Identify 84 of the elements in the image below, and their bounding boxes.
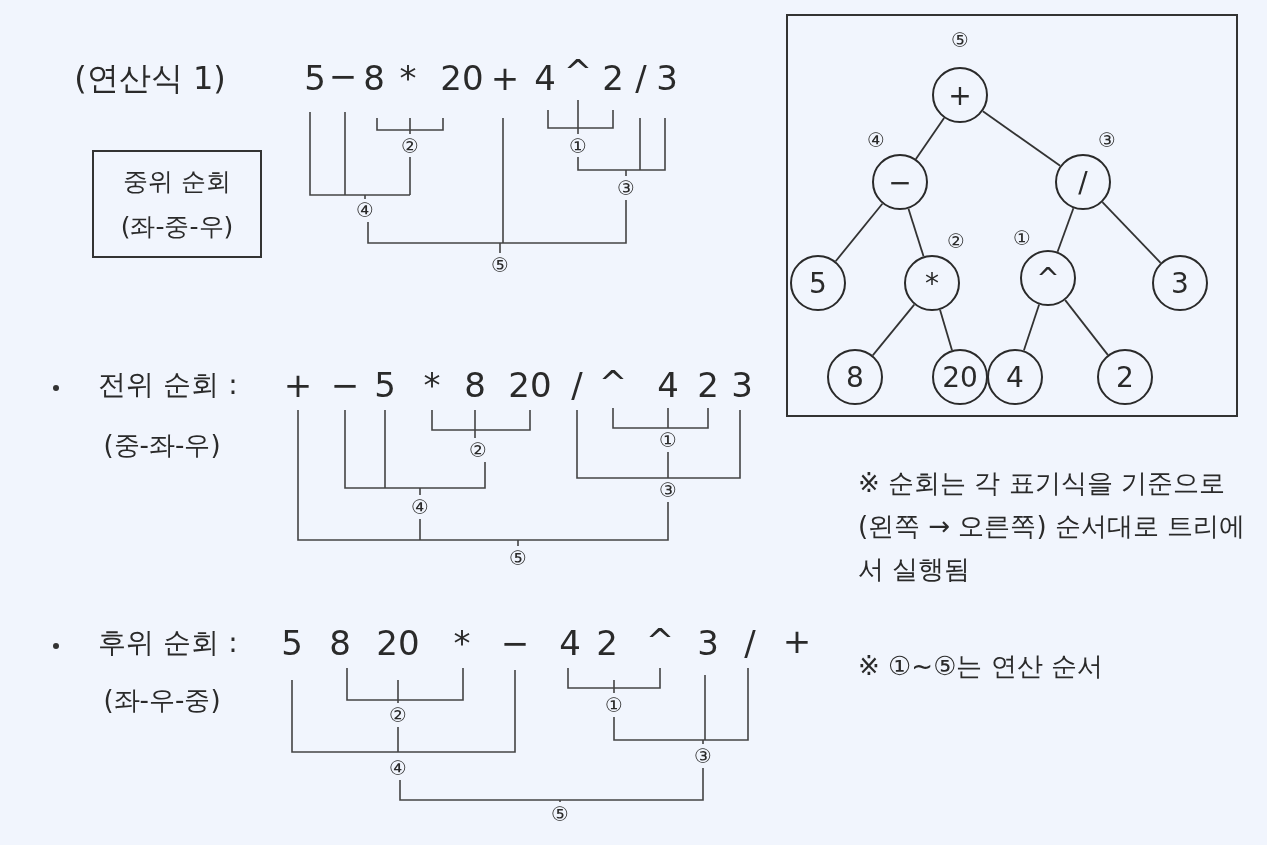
expression-token: / [635,61,647,95]
note-text: ※ 순회는 각 표기식을 기준으로 (왼쪽 → 오른쪽) 순서대로 트리에서 실행됨 [858,467,1247,586]
order-number: ⑤ [951,30,969,50]
tree-edge [1056,207,1075,253]
tree-edge [1022,303,1041,352]
note-text: ※ ①~⑤는 연산 순서 [858,650,1104,683]
traversal-label: 중위 순회 [123,166,231,198]
expression-token: 2 [697,368,719,402]
tree-edge [981,110,1062,167]
expression-token: ^ [598,366,628,400]
order-number: ④ [411,497,429,517]
tree-node: 20 [932,349,988,405]
order-number: ③ [694,746,712,766]
traversal-label: (좌-우-중) [103,687,221,713]
expression-token: 5 [374,368,396,402]
expression-token: 3 [731,368,753,402]
order-number: ④ [867,130,885,150]
expression-token: 5 [281,626,303,660]
traversal-box [92,150,262,258]
tree-node: 8 [827,349,883,405]
order-number: ① [659,430,677,450]
expression-title: (연산식 1) [74,62,226,94]
order-number: ② [401,136,419,156]
tree-node: 3 [1152,255,1208,311]
tree-node: / [1055,154,1111,210]
order-number: ① [569,136,587,156]
expression-token: * [423,368,441,402]
tree-edge [907,207,925,258]
expression-token: 4 [559,626,581,660]
expression-token: 3 [656,61,678,95]
expression-token: 8 [329,626,351,660]
order-number: ④ [356,200,374,220]
expression-token: 20 [440,61,484,95]
order-number: ④ [389,758,407,778]
expression-token: 8 [363,61,385,95]
order-number: ② [469,440,487,460]
expression-token: + [283,368,313,402]
expression-token: * [453,626,471,660]
order-number: ⑤ [509,548,527,568]
order-number: ② [389,705,407,725]
expression-token: 20 [508,368,552,402]
order-number: ① [1013,228,1031,248]
tree-node: 5 [790,255,846,311]
tree-node: 4 [987,349,1043,405]
expression-token: + [782,624,812,658]
expression-token: / [744,626,756,660]
order-number: ② [947,231,965,251]
expression-token: 8 [464,368,486,402]
traversal-label: (좌-중-우) [120,211,234,243]
tree-node: + [932,67,988,123]
order-number: ① [605,695,623,715]
tree-node: ^ [1020,250,1076,306]
expression-token: − [500,626,530,660]
tree-edge [1064,299,1109,356]
tree-node: * [904,255,960,311]
tree-node: 2 [1097,349,1153,405]
expression-token: 2 [596,626,618,660]
expression-token: / [571,368,583,402]
tree-edge [871,303,916,357]
expression-token: − [328,59,358,93]
expression-token: 2 [602,61,624,95]
traversal-label: 전위 순회 : [98,371,238,399]
expression-token: ^ [563,55,593,89]
expression-token: 3 [697,626,719,660]
expression-token: 20 [376,626,420,660]
expression-token: * [399,61,417,95]
traversal-label: 후위 순회 : [98,629,238,657]
tree-edge [939,308,953,352]
tree-node: − [872,154,928,210]
order-number: ⑤ [551,804,569,824]
expression-token: 4 [534,61,556,95]
order-number: ③ [1098,130,1116,150]
order-number: ⑤ [491,255,509,275]
tree-edge [915,117,945,160]
expression-token: + [490,61,520,95]
order-number: ③ [617,178,635,198]
tree-edge [1101,201,1162,264]
traversal-label: (중-좌-우) [103,432,221,458]
tree-edge [834,202,884,263]
expression-token: − [330,368,360,402]
expression-token: 4 [657,368,679,402]
order-number: ③ [659,480,677,500]
expression-token: ^ [645,624,675,658]
expression-token: 5 [304,61,326,95]
